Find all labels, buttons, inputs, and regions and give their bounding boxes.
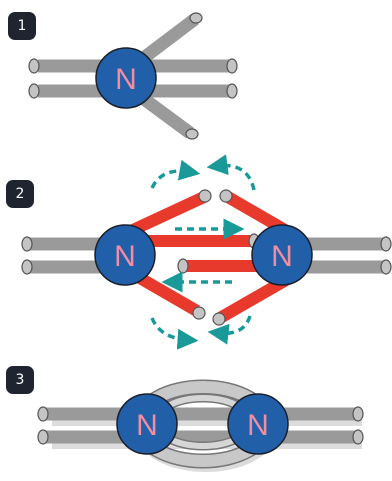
step-1-node-label: N <box>115 63 137 96</box>
step-2-badge: 2 <box>6 180 34 208</box>
step-3-badge: 3 <box>6 366 34 394</box>
arrow-bottom-left <box>150 317 199 350</box>
arrow-top-left <box>150 159 201 189</box>
step-2-arrows <box>150 154 256 350</box>
step-2-node-left <box>94 224 156 286</box>
arrow-top-right <box>206 154 256 191</box>
step-1-node <box>95 47 157 109</box>
step-1-badge: 1 <box>8 12 36 40</box>
step-2-node-right-label: N <box>271 240 293 273</box>
step-3-rods <box>37 406 364 445</box>
step-3-node-right-label: N <box>247 409 269 442</box>
step-3-node-left <box>116 393 178 455</box>
arrow-bottom-right <box>207 315 252 345</box>
step-3-node-right <box>227 393 289 455</box>
step-2-node-right <box>251 224 313 286</box>
step-1-panel: N <box>28 12 238 140</box>
step-3-node-left-label: N <box>136 409 158 442</box>
step-2-node-left-label: N <box>114 240 136 273</box>
step-3-panel: N N <box>37 379 364 472</box>
step-2-panel: N N <box>21 154 392 350</box>
